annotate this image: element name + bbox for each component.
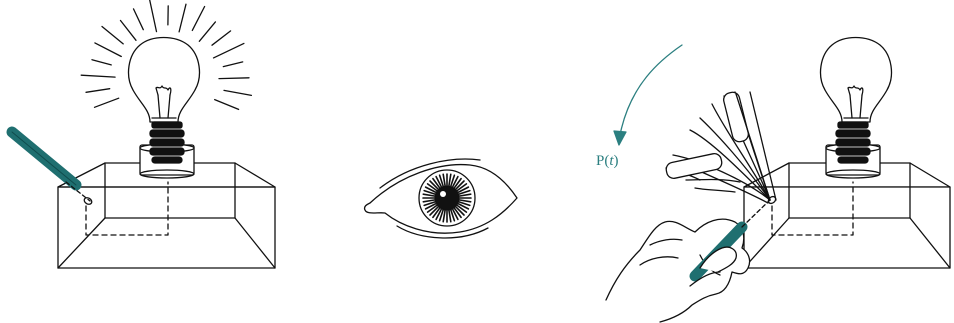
left-box bbox=[58, 163, 275, 268]
pt-label: P(t) bbox=[596, 153, 619, 169]
light-ray bbox=[179, 4, 186, 32]
light-ray bbox=[223, 62, 242, 67]
light-ray bbox=[192, 7, 204, 31]
right-box bbox=[744, 163, 950, 268]
light-ray bbox=[92, 60, 111, 65]
lever-motion-trails bbox=[665, 91, 776, 203]
light-ray bbox=[95, 43, 121, 57]
light-ray bbox=[214, 43, 244, 58]
right-scene: P(t) bbox=[596, 38, 950, 323]
light-ray bbox=[224, 90, 251, 95]
light-ray bbox=[102, 27, 123, 44]
lever-handle-icon bbox=[12, 132, 93, 206]
light-ray bbox=[134, 9, 144, 30]
light-bulb-off-icon bbox=[821, 38, 892, 179]
light-ray bbox=[121, 21, 137, 41]
light-ray bbox=[150, 0, 157, 32]
curved-arrow-icon bbox=[614, 45, 682, 145]
light-ray bbox=[199, 22, 215, 41]
light-ray bbox=[81, 75, 115, 77]
light-ray bbox=[219, 78, 249, 79]
light-ray bbox=[86, 89, 110, 93]
light-ray bbox=[95, 98, 119, 107]
light-bulb-on-icon bbox=[129, 38, 200, 179]
light-ray bbox=[212, 31, 231, 45]
light-ray bbox=[215, 100, 239, 110]
eye-icon bbox=[365, 159, 517, 238]
left-scene bbox=[12, 0, 275, 268]
